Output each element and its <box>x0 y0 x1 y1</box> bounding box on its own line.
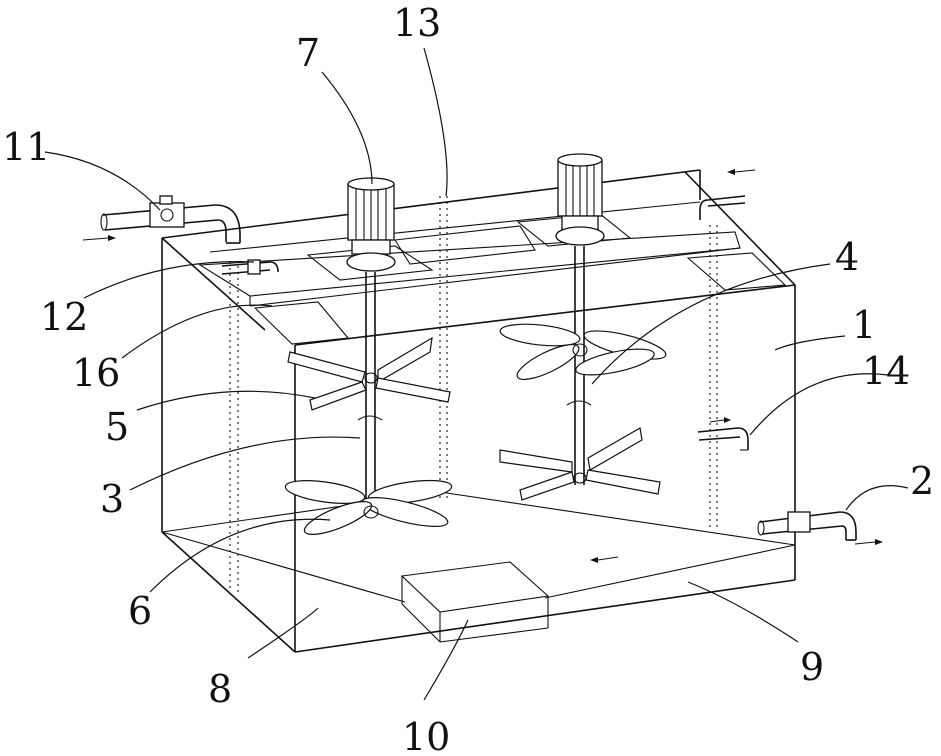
label-5: 5 <box>105 405 129 449</box>
impeller-flat-right <box>499 427 661 501</box>
baffles <box>229 196 718 596</box>
label-14: 14 <box>862 349 910 393</box>
label-12: 12 <box>40 295 88 339</box>
label-16: 16 <box>72 351 120 395</box>
impeller-propeller-right <box>499 323 667 381</box>
rotation-arrow-right <box>566 400 592 406</box>
label-7: 7 <box>296 31 320 75</box>
label-1: 1 <box>852 303 876 347</box>
label-3: 3 <box>100 477 124 521</box>
label-4: 4 <box>835 235 859 279</box>
leader-lines <box>44 47 909 701</box>
label-9: 9 <box>800 645 824 689</box>
impeller-flat-left <box>287 336 451 411</box>
sloped-bottom <box>161 491 796 603</box>
rotation-arrow-left <box>357 415 383 421</box>
shaft-left <box>365 272 376 512</box>
side-pipe <box>697 427 749 451</box>
motor-left <box>346 177 396 272</box>
inlet-pipe <box>100 195 241 244</box>
overflow-plate-right <box>686 252 787 291</box>
top-right-pipe <box>699 195 746 220</box>
label-6: 6 <box>128 589 152 633</box>
label-2: 2 <box>910 459 934 503</box>
motor-right <box>555 153 605 246</box>
label-13: 13 <box>393 1 441 45</box>
small-valve-pipe <box>221 259 279 275</box>
outlet-pipe <box>757 511 857 541</box>
overflow-plate-left <box>253 301 350 345</box>
label-8: 8 <box>208 667 232 711</box>
top-beam <box>198 201 741 307</box>
tank-body <box>161 169 796 653</box>
overflow-trough <box>394 225 536 265</box>
drain-box <box>400 561 550 643</box>
impeller-propeller-left <box>284 479 453 535</box>
label-10: 10 <box>402 715 450 756</box>
flow-arrows <box>82 169 883 563</box>
label-11: 11 <box>2 125 50 169</box>
